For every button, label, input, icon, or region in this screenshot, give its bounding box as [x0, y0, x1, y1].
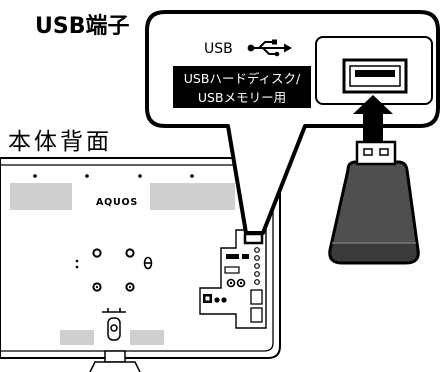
usb-symbol-square	[272, 39, 277, 45]
side-jack	[254, 263, 260, 269]
usb-symbol-tip	[284, 43, 292, 53]
vent-top-left	[10, 183, 72, 210]
stand-mount-bracket	[102, 308, 126, 313]
hdmi-port	[250, 289, 263, 305]
usb-plug-outline	[328, 160, 420, 265]
hdmi-port	[250, 307, 263, 323]
usb-plug-body	[329, 162, 419, 263]
usb-terminal-port	[243, 232, 264, 245]
stand	[89, 350, 141, 372]
av-jack-center	[229, 281, 233, 285]
rear-view-caption: 本体背面	[8, 129, 112, 155]
terminal-panel	[199, 229, 267, 329]
side-jack	[254, 255, 260, 261]
wall-mount-hole	[92, 248, 102, 258]
side-jacks	[254, 247, 260, 285]
vent-bottom-left	[60, 330, 94, 345]
indicator-dots	[75, 259, 79, 269]
usb-plug-icon	[328, 140, 420, 265]
side-jack	[254, 247, 260, 253]
page-title: USB端子	[35, 14, 129, 39]
stand-base	[89, 361, 141, 372]
usage-label-line2: USBメモリー用	[198, 90, 286, 105]
handle-screw	[110, 324, 118, 332]
usb-plug-connector	[355, 140, 397, 166]
usb-port-tongue	[355, 70, 395, 77]
usb-plug-grip	[329, 243, 419, 263]
bezel-screw	[33, 174, 37, 178]
usb-label: USB	[204, 41, 233, 57]
optical-port	[214, 297, 220, 303]
side-jack	[254, 271, 260, 277]
usb-symbol-branch-down	[262, 47, 275, 55]
indicator-dot	[75, 265, 79, 269]
vent-top-right	[150, 183, 235, 210]
lan-port-opening	[205, 296, 210, 301]
usage-label-line1: USBハードディスク/	[184, 71, 301, 86]
vent-bottom-center	[130, 330, 164, 345]
tv-rear: AQUOS	[0, 157, 281, 372]
usb-plug-hole	[379, 148, 389, 156]
wall-mount-hole	[125, 248, 135, 258]
terminal-port	[226, 254, 239, 259]
side-jack	[254, 279, 260, 285]
av-jack-center	[239, 281, 243, 285]
terminal-panel-outline	[199, 229, 267, 329]
bezel-screw	[85, 174, 89, 178]
terminal-port	[242, 254, 249, 259]
arrow-up-icon	[353, 95, 393, 141]
bezel-screw	[138, 174, 142, 178]
usb-symbol-branch-up	[258, 41, 273, 49]
usb-symbol-dot	[274, 51, 280, 57]
usb-symbol-icon	[247, 39, 292, 57]
wall-mount-hole-center	[128, 285, 132, 289]
usage-label-box	[173, 66, 311, 108]
wall-mount-hole-centers	[95, 285, 132, 289]
usb-port-icon	[342, 58, 408, 94]
optical-port	[221, 297, 227, 303]
tv-inner-frame	[0, 164, 274, 352]
stand-neck	[104, 350, 126, 363]
indicator-dot	[75, 259, 79, 263]
terminal-port	[224, 266, 240, 274]
brand-logo: AQUOS	[96, 197, 138, 208]
wall-mount-hole-center	[95, 285, 99, 289]
bezel-screw	[190, 174, 194, 178]
usb-plug-hole	[363, 148, 373, 156]
cable-clip-icon	[143, 256, 153, 270]
